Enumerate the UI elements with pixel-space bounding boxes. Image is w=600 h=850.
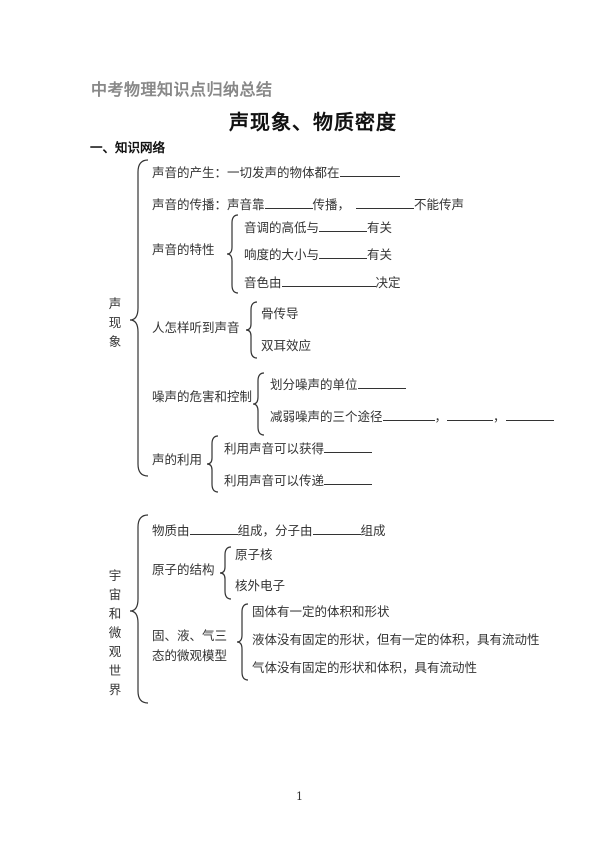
sound-use-brace	[206, 435, 219, 493]
loudness-item: 响度的大小与有关	[244, 246, 393, 262]
sound-use-label: 声的利用	[152, 452, 203, 467]
sound-main-brace	[129, 159, 149, 477]
sound-info-item: 利用声音可以获得	[224, 440, 373, 457]
nucleus-item: 原子核	[235, 547, 273, 562]
noise-label: 噪声的危害和控制	[152, 389, 253, 404]
blank-field[interactable]	[312, 522, 361, 535]
blank-field[interactable]	[505, 408, 554, 421]
sound-propagation: 声音的传播：声音靠传播，不能传声	[152, 196, 465, 212]
blank-field[interactable]	[382, 408, 435, 421]
blank-field[interactable]	[189, 522, 238, 535]
blank-field[interactable]	[264, 196, 313, 209]
blank-field[interactable]	[357, 376, 406, 389]
solid-item: 固体有一定的体积和形状	[252, 604, 390, 619]
blank-field[interactable]	[319, 219, 368, 232]
sound-energy-item: 利用声音可以传递	[224, 472, 373, 489]
sound-category-label: 声现象	[108, 296, 122, 349]
blank-field[interactable]	[324, 440, 373, 453]
matter-composition: 物质由组成，分子由组成	[152, 522, 386, 538]
atom-brace	[219, 546, 232, 600]
pitch-item: 音调的高低与有关	[244, 219, 393, 235]
states-brace	[236, 603, 249, 681]
states-label: 固、液、气三 态的微观模型	[152, 628, 228, 663]
noise-brace	[252, 372, 265, 436]
atom-structure-label: 原子的结构	[152, 562, 215, 577]
timbre-item: 音色由决定	[244, 274, 401, 290]
noise-unit-item: 划分噪声的单位	[270, 376, 406, 393]
characteristics-brace	[226, 214, 239, 294]
blank-field[interactable]	[339, 164, 400, 177]
blank-field[interactable]	[281, 274, 376, 287]
section-title: 一、知识网络	[90, 140, 166, 155]
page-number: 1	[296, 790, 303, 803]
electrons-item: 核外电子	[235, 578, 286, 593]
blank-field[interactable]	[319, 246, 368, 259]
sound-characteristics-label: 声音的特性	[152, 242, 215, 257]
blank-field[interactable]	[324, 472, 373, 485]
document-header-title: 中考物理知识点归纳总结	[91, 80, 273, 99]
sound-production: 声音的产生：一切发声的物体都在	[152, 164, 400, 181]
page-title: 声现象、物质密度	[229, 110, 397, 134]
bone-conduction-item: 骨传导	[261, 306, 299, 321]
blank-field[interactable]	[356, 196, 415, 209]
hearing-label: 人怎样听到声音	[152, 320, 240, 335]
binaural-effect-item: 双耳效应	[261, 338, 312, 353]
blank-field[interactable]	[447, 408, 494, 421]
universe-category-label: 宇宙和微观世界	[108, 568, 122, 697]
universe-main-brace	[129, 514, 149, 704]
liquid-item: 液体没有固定的形状，但有一定的体积，具有流动性	[252, 632, 540, 647]
gas-item: 气体没有固定的形状和体积，具有流动性	[252, 660, 478, 675]
hearing-brace	[245, 301, 258, 359]
noise-ways-item: 减弱噪声的三个途径，，	[270, 408, 554, 425]
